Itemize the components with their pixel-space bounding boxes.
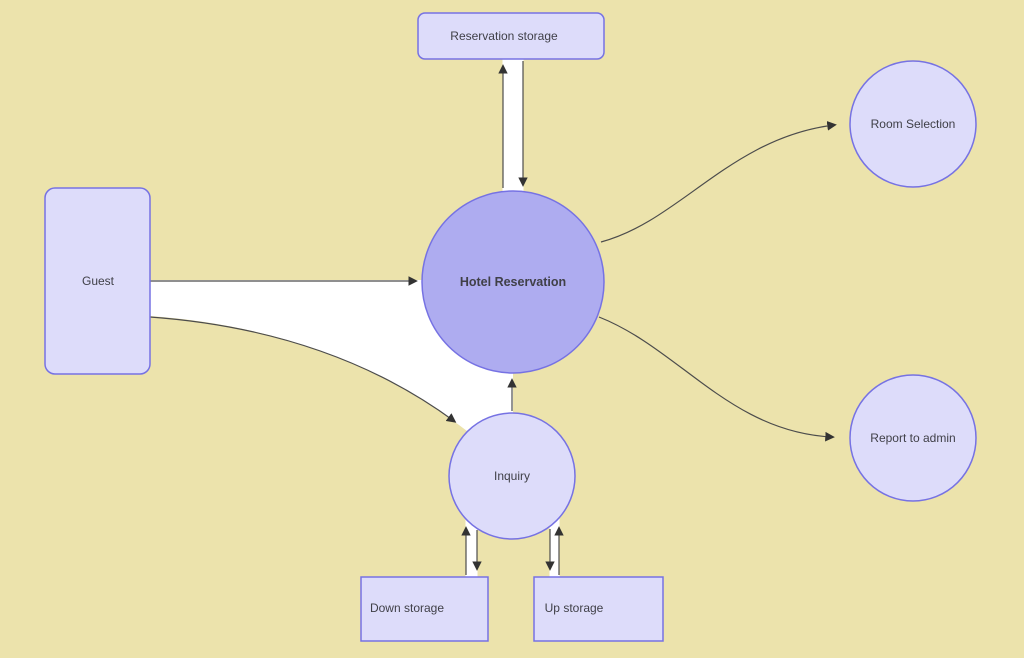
- node-hotel-reservation[interactable]: [421, 190, 605, 374]
- node-guest-label: Guest: [82, 274, 115, 288]
- node-guest[interactable]: [44, 187, 151, 375]
- node-up-storage[interactable]: [533, 576, 664, 642]
- node-inquiry-label: Inquiry: [494, 469, 530, 483]
- node-reservation-storage-label: Reservation storage: [450, 29, 558, 43]
- nodes: Guest Reservation storage Hotel Reservat…: [44, 12, 977, 642]
- node-inquiry[interactable]: [448, 412, 576, 540]
- flow-band-guest-to-hotel-and-inquiry[interactable]: [150, 280, 513, 431]
- edge-guest-to-inquiry[interactable]: [149, 316, 457, 423]
- edge-hotel-to-room-selection[interactable]: [600, 121, 837, 243]
- edges: [149, 61, 837, 575]
- node-room-selection-label: Room Selection: [871, 117, 956, 131]
- node-report-to-admin[interactable]: [849, 374, 977, 502]
- node-reservation-storage[interactable]: [417, 12, 605, 60]
- edge-hotel-to-report-to-admin[interactable]: [598, 316, 835, 442]
- node-up-storage-label: Up storage: [545, 601, 604, 615]
- node-report-to-admin-label: Report to admin: [870, 431, 955, 445]
- node-down-storage-label: Down storage: [370, 601, 444, 615]
- node-hotel-reservation-label: Hotel Reservation: [460, 275, 566, 289]
- flow-band-hotel-to-reservation-storage[interactable]: [502, 59, 524, 191]
- node-room-selection[interactable]: [849, 60, 977, 188]
- node-down-storage[interactable]: [360, 576, 489, 642]
- flow-band-inquiry-to-up-storage[interactable]: [549, 512, 560, 577]
